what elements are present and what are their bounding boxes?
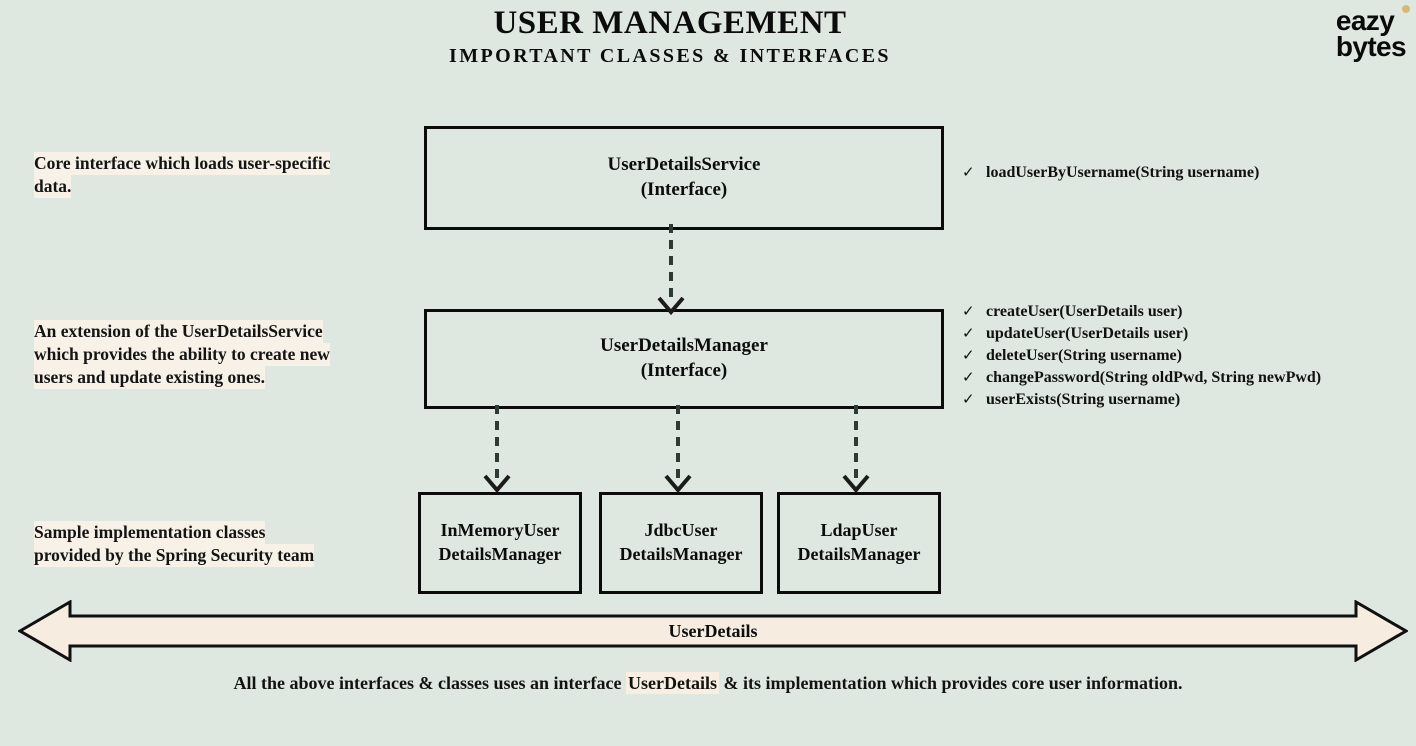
check-icon: ✓ [962, 325, 975, 342]
annotation-userdetailsmanager: An extension of the UserDetailsService w… [34, 320, 412, 390]
node-title-line-2: DetailsManager [797, 544, 921, 564]
node-userdetailsmanager[interactable]: UserDetailsManager (Interface) [424, 309, 944, 409]
method-item: ✓ loadUserByUsername(String username) [962, 162, 1259, 184]
node-title: UserDetailsManager [600, 335, 768, 357]
check-icon: ✓ [962, 165, 975, 181]
arrowhead-down-icon [483, 474, 511, 494]
method-signature: changePassword(String oldPwd, String new… [986, 368, 1322, 386]
caption-highlight: UserDetails [625, 672, 719, 694]
footer-caption: All the above interfaces & classes uses … [0, 672, 1416, 694]
node-title-line-2: DetailsManager [619, 544, 743, 564]
page-title: USER MANAGEMENT [493, 5, 847, 41]
arrowhead-down-icon [842, 474, 870, 494]
annotation-line: Sample implementation classes [34, 521, 266, 544]
check-icon: ✓ [962, 391, 975, 408]
annotation-line: Core interface which loads user-specific [34, 152, 331, 175]
node-title: UserDetailsService [607, 154, 761, 176]
method-item: ✓ userExists(String username) [962, 389, 1321, 411]
method-item: ✓ changePassword(String oldPwd, String n… [962, 367, 1321, 389]
check-icon: ✓ [962, 304, 975, 320]
node-ldapuserdetailsmanager[interactable]: LdapUser DetailsManager [777, 492, 941, 594]
method-list-userdetailsmanager: ✓ createUser(UserDetails user) ✓ updateU… [962, 301, 1321, 411]
method-signature: createUser(UserDetails user) [986, 303, 1183, 320]
double-arrow-shape [18, 600, 1408, 662]
decorative-dot-icon [1402, 5, 1410, 13]
node-title-line-1: LdapUser [820, 520, 898, 541]
method-signature: loadUserByUsername(String username) [986, 164, 1260, 181]
method-item: ✓ deleteUser(String username) [962, 345, 1321, 367]
arrowhead-down-icon [664, 474, 692, 494]
logo-line-2: bytes [1335, 31, 1407, 63]
method-item: ✓ updateUser(UserDetails user) [962, 323, 1321, 345]
method-signature: updateUser(UserDetails user) [986, 324, 1189, 342]
check-icon: ✓ [962, 369, 975, 386]
inheritance-connectors [483, 224, 870, 494]
eazy-bytes-logo: eazy bytes [1335, 5, 1407, 63]
userdetails-double-arrow [18, 600, 1408, 662]
method-signature: userExists(String username) [986, 390, 1181, 408]
node-stereotype: (Interface) [640, 179, 728, 200]
logo-line-1: eazy [1335, 5, 1395, 36]
method-signature: deleteUser(String username) [986, 346, 1182, 364]
annotation-implementations: Sample implementation classes provided b… [34, 521, 394, 568]
caption-part-2: & its implementation which provides core… [718, 673, 1183, 693]
annotation-line: users and update existing ones. [34, 366, 265, 390]
node-title-line-1: JdbcUser [644, 520, 718, 541]
page-subtitle: IMPORTANT CLASSES & INTERFACES [449, 44, 891, 67]
caption-part-1: All the above interfaces & classes uses … [233, 673, 626, 693]
annotation-line: An extension of the UserDetailsService [34, 320, 323, 343]
annotation-line: which provides the ability to create new [34, 343, 330, 367]
node-title-line-2: DetailsManager [438, 544, 562, 564]
annotation-line: data. [34, 175, 72, 199]
node-userdetailsservice[interactable]: UserDetailsService (Interface) [424, 126, 944, 230]
method-item: ✓ createUser(UserDetails user) [962, 301, 1321, 323]
annotation-userdetailsservice: Core interface which loads user-specific… [34, 152, 409, 199]
node-jdbcuserdetailsmanager[interactable]: JdbcUser DetailsManager [599, 492, 763, 594]
node-stereotype: (Interface) [640, 360, 728, 381]
node-inmemoryuserdetailsmanager[interactable]: InMemoryUser DetailsManager [418, 492, 582, 594]
arrowhead-down-icon [657, 296, 685, 316]
method-list-userdetailsservice: ✓ loadUserByUsername(String username) [962, 162, 1259, 184]
annotation-line: provided by the Spring Security team [34, 544, 315, 568]
header-title-block: USER MANAGEMENT IMPORTANT CLASSES & INTE… [0, 4, 1340, 68]
node-title-line-1: InMemoryUser [440, 520, 560, 541]
check-icon: ✓ [962, 347, 975, 364]
